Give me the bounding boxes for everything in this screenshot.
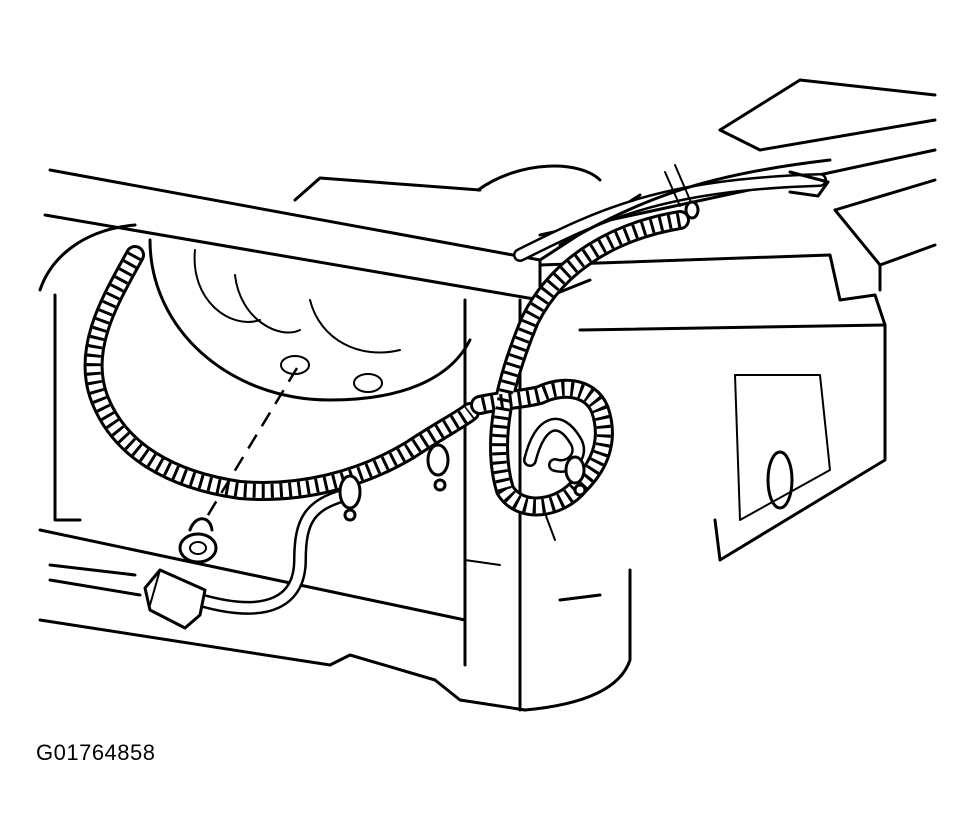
ground-terminal	[178, 367, 299, 564]
figure-id-label: G01764858	[36, 740, 156, 765]
upper-hose	[513, 158, 832, 262]
harness-left	[83, 245, 480, 501]
harness-clips	[338, 443, 587, 522]
fan-shroud	[148, 164, 602, 402]
body-structure	[538, 78, 937, 562]
connector-lead	[143, 488, 352, 630]
